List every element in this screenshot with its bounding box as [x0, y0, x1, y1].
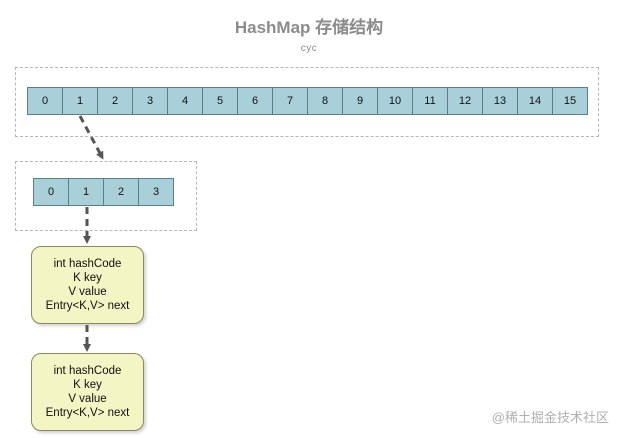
entry-field-hashcode: int hashCode [53, 258, 122, 270]
entry-field-next: Entry<K,V> next [45, 300, 130, 312]
sub-array-cell: 0 [33, 178, 69, 206]
main-array-cell: 4 [167, 87, 203, 115]
entry-field-hashcode: int hashCode [53, 365, 122, 377]
entry-field-key: K key [73, 272, 102, 284]
entry-node: int hashCode K key V value Entry<K,V> ne… [31, 353, 144, 431]
main-array-cell: 0 [27, 87, 63, 115]
main-array-cell: 10 [377, 87, 413, 115]
sub-array-cell: 2 [103, 178, 139, 206]
entry-field-value: V value [68, 393, 107, 405]
watermark: @稀土掘金技术社区 [491, 410, 609, 425]
diagram-subtitle: cyc [300, 43, 318, 54]
arrow-bucket1-to-subarray [78, 115, 104, 160]
sub-array-frame [15, 161, 197, 231]
main-array-cell: 1 [62, 87, 98, 115]
sub-array-cell: 3 [138, 178, 174, 206]
main-array-cell: 2 [97, 87, 133, 115]
entry-field-value: V value [68, 286, 107, 298]
diagram-title: HashMap 存储结构 [234, 18, 384, 37]
main-array-cell: 9 [342, 87, 378, 115]
entry-field-next: Entry<K,V> next [45, 407, 130, 419]
main-array-cell: 15 [552, 87, 588, 115]
main-array-cell: 14 [517, 87, 553, 115]
sub-array-cell: 1 [68, 178, 104, 206]
main-array-cell: 8 [307, 87, 343, 115]
main-array-cell: 7 [272, 87, 308, 115]
main-array-frame [15, 67, 599, 137]
main-array-cell: 11 [412, 87, 448, 115]
entry-field-key: K key [73, 379, 102, 391]
entry-node: int hashCode K key V value Entry<K,V> ne… [31, 246, 144, 324]
sub-array: 0 1 2 3 [33, 178, 174, 206]
main-array-cell: 3 [132, 87, 168, 115]
main-array: 0 1 2 3 4 5 6 7 8 9 10 11 12 13 14 15 [27, 87, 588, 115]
